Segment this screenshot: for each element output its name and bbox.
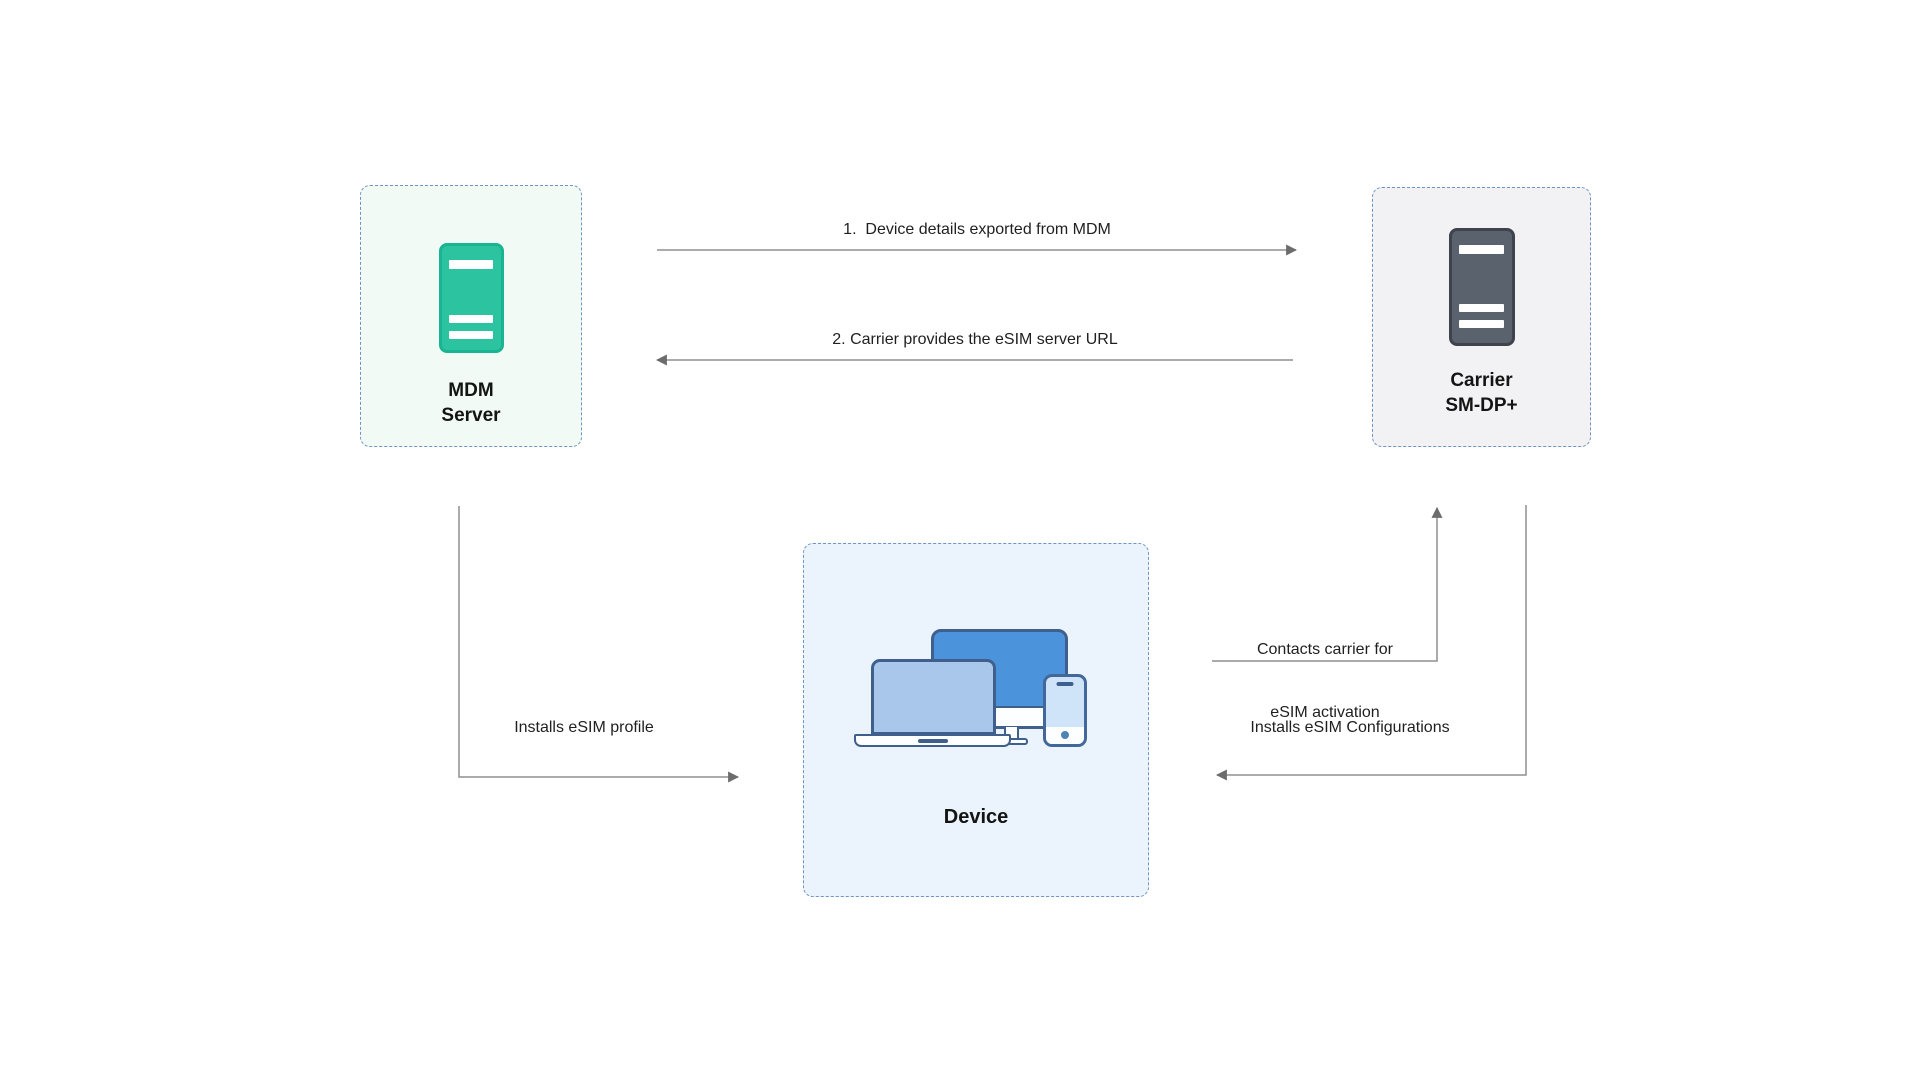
contacts-carrier-line2: eSIM activation bbox=[1270, 704, 1380, 721]
contacts-carrier-line1: Contacts carrier for bbox=[1256, 641, 1394, 658]
device-label: Device bbox=[943, 806, 1009, 828]
mdm-server-label-line1: MDM bbox=[448, 380, 494, 401]
server-slot bbox=[448, 260, 494, 269]
phone-bottom bbox=[1046, 727, 1084, 744]
server-slot bbox=[448, 315, 494, 323]
server-slot bbox=[1458, 304, 1505, 312]
arrow-installs-esim-profile bbox=[458, 506, 740, 783]
server-slot bbox=[448, 331, 494, 339]
server-slot bbox=[1458, 320, 1505, 328]
phone-icon bbox=[1043, 674, 1087, 747]
flow-label-step2: 2. Carrier provides the eSIM server URL bbox=[832, 331, 1118, 348]
carrier-smdp-node: Carrier SM-DP+ bbox=[1372, 187, 1591, 447]
laptop-icon bbox=[871, 659, 996, 735]
carrier-label-line2: SM-DP+ bbox=[1445, 395, 1518, 416]
server-slot bbox=[1458, 245, 1505, 254]
arrow-installs-esim-configurations bbox=[1215, 505, 1527, 781]
flow-label-contacts-carrier: Contacts carrier for eSIM activation bbox=[1212, 597, 1438, 765]
phone-home-button bbox=[1061, 731, 1069, 739]
mdm-server-icon bbox=[438, 243, 504, 353]
arrow-contacts-carrier bbox=[1212, 506, 1443, 662]
devices-illustration bbox=[804, 544, 1148, 896]
flow-label-installs-esim-configurations: Installs eSIM Configurations bbox=[1250, 719, 1450, 736]
phone-speaker bbox=[1056, 682, 1074, 686]
carrier-smdp-label: Carrier SM-DP+ bbox=[1445, 368, 1517, 418]
laptop-notch bbox=[917, 739, 948, 743]
carrier-label-line1: Carrier bbox=[1450, 370, 1513, 391]
mdm-server-node: MDM Server bbox=[360, 185, 582, 447]
mdm-server-label-line2: Server bbox=[441, 405, 501, 426]
laptop-base-icon bbox=[854, 734, 1011, 747]
flow-label-installs-esim-profile: Installs eSIM profile bbox=[514, 719, 654, 736]
mdm-server-label: MDM Server bbox=[441, 378, 500, 428]
device-node: Device bbox=[803, 543, 1149, 897]
carrier-server-icon bbox=[1448, 228, 1515, 346]
flow-label-step1: 1. Device details exported from MDM bbox=[843, 221, 1111, 238]
